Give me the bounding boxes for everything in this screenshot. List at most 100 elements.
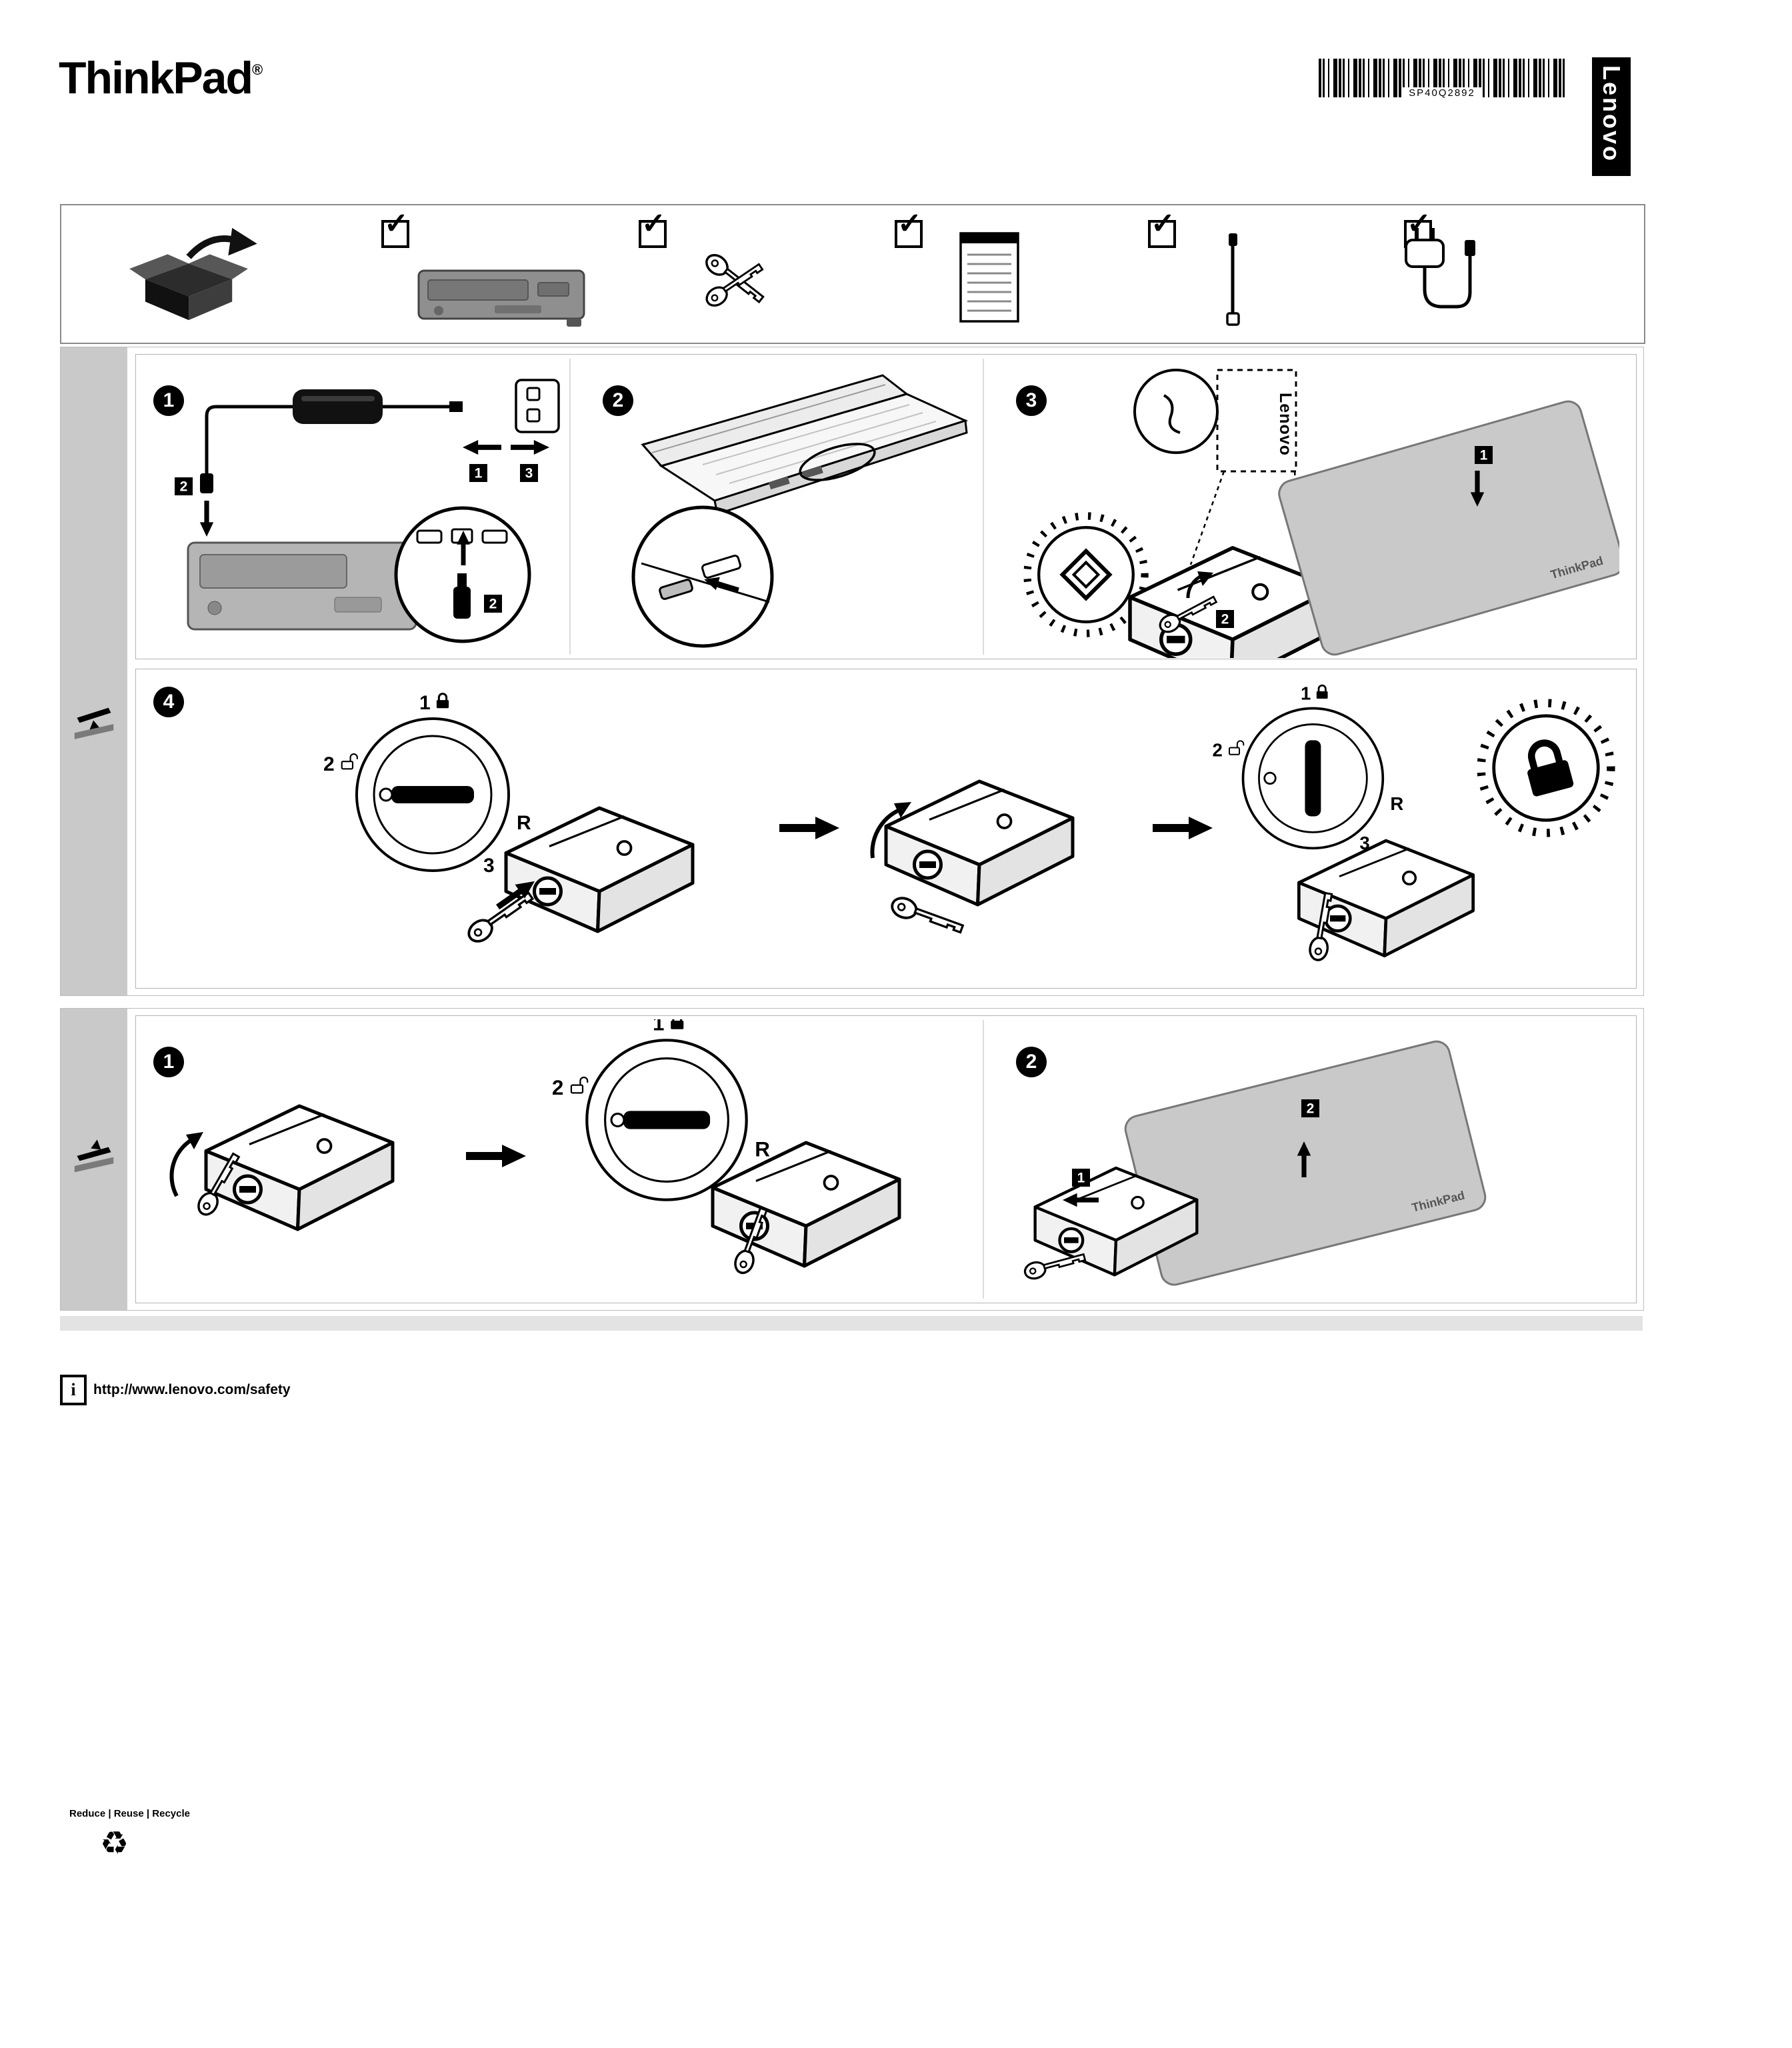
checkbox-dock: ✓ <box>381 209 409 248</box>
svg-text:R: R <box>517 812 531 834</box>
undock-step-1-number: 1 <box>153 1047 184 1077</box>
checkbox-cable: ✓ <box>1148 209 1176 248</box>
svg-text:R: R <box>1390 793 1403 814</box>
documentation-item-icon <box>959 232 1019 323</box>
svg-text:3: 3 <box>525 466 533 481</box>
svg-text:1: 1 <box>1301 683 1311 704</box>
svg-text:2: 2 <box>1307 1101 1315 1117</box>
lock-icon <box>1315 684 1329 700</box>
dock-corner-unlocked <box>713 1143 899 1277</box>
indicator-blink-icon <box>1027 516 1145 633</box>
dock-item-icon <box>417 269 585 327</box>
key-dial-unlocked: 1 2 R 3 <box>323 692 531 877</box>
svg-text:1: 1 <box>1480 448 1488 463</box>
column-divider <box>569 359 571 655</box>
thinkpad-logo: ThinkPad® <box>59 52 263 104</box>
lock-icon <box>435 693 450 709</box>
arrow-down-icon <box>199 501 214 537</box>
dock-step-2-number: 2 <box>603 385 633 416</box>
key-dial-locked: 1 2 R 3 <box>1213 683 1404 853</box>
svg-text:1: 1 <box>419 692 431 714</box>
column-divider <box>983 359 984 655</box>
callout-badge-1: 1 <box>469 464 487 482</box>
locked-indicator-icon <box>1481 703 1611 833</box>
dock-step-3-number: 3 <box>1016 385 1047 416</box>
svg-text:2: 2 <box>1221 612 1229 627</box>
arrow-next-icon <box>779 817 839 839</box>
check-icon: ✓ <box>897 207 922 240</box>
arrow-next-icon <box>466 1145 526 1167</box>
undock-step1-diagram: 1 2 R 3 <box>169 1019 953 1277</box>
key-icon <box>888 893 967 939</box>
dock-corner-release: 1 <box>1022 1168 1197 1282</box>
lenovo-logo: Lenovo <box>1592 57 1631 176</box>
callout-badge-2: 2 <box>484 595 502 613</box>
hook-magnifier-circle <box>1133 369 1219 454</box>
svg-text:2: 2 <box>552 1075 564 1099</box>
undock-action-icon <box>74 1139 114 1173</box>
ac-adapter-item-icon <box>1405 228 1475 309</box>
cable-item-icon <box>1226 233 1240 326</box>
check-icon: ✓ <box>384 207 409 240</box>
svg-text:3: 3 <box>483 855 495 877</box>
unpack-box-icon <box>129 227 257 321</box>
recycle-icon: ♻ <box>100 1826 129 1861</box>
unlock-icon <box>341 753 358 770</box>
barcode-label: SP40Q2892 <box>1402 87 1482 99</box>
keys-item-icon <box>701 249 768 311</box>
lock-icon <box>669 1019 685 1031</box>
callout-badge-3: 3 <box>520 464 538 482</box>
check-icon: ✓ <box>1151 207 1175 240</box>
arrow-next-icon <box>1153 817 1213 839</box>
laptop-drawing: ThinkPad <box>1278 400 1619 656</box>
svg-text:1: 1 <box>1077 1171 1085 1186</box>
registered-mark: ® <box>252 61 263 78</box>
undocking-sidebar <box>61 1009 127 1310</box>
step1-power-diagram: 1 3 2 2 <box>175 379 560 643</box>
undocking-instructions-panel: 1 2 1 2 R 3 <box>60 1008 1644 1311</box>
magnifier-circle <box>631 505 774 648</box>
checkbox-keys: ✓ <box>639 209 667 248</box>
svg-text:R: R <box>755 1137 770 1161</box>
check-icon: ✓ <box>1407 207 1431 240</box>
undock-step-2-number: 2 <box>1016 1047 1047 1077</box>
lenovo-logo-text: Lenovo <box>1598 65 1625 163</box>
footer-divider-strip <box>60 1316 1643 1331</box>
undocking-steps: 1 2 1 2 R 3 <box>135 1015 1637 1303</box>
check-icon: ✓ <box>641 207 666 240</box>
undock-step2-diagram: ThinkPad 2 1 <box>1022 1040 1487 1286</box>
docking-instructions-panel: 1 2 3 1 3 2 <box>60 347 1644 996</box>
safety-url: http://www.lenovo.com/safety <box>93 1382 291 1397</box>
dock-corner-turn-key <box>169 1106 393 1229</box>
callout-badge-2: 2 <box>1301 1099 1319 1117</box>
unlock-icon <box>1229 740 1245 755</box>
unlock-icon <box>570 1076 589 1094</box>
docking-step-4: 4 1 2 R 3 <box>135 669 1637 989</box>
step2-cover-diagram <box>631 374 969 648</box>
dock-brand-label: Lenovo <box>1276 393 1295 456</box>
svg-text:2: 2 <box>1213 739 1223 760</box>
callout-badge-2: 2 <box>1216 610 1234 628</box>
docking-sidebar <box>61 347 127 995</box>
svg-text:2: 2 <box>180 479 188 495</box>
callout-badge-1: 1 <box>1072 1169 1090 1187</box>
docking-steps-1-3: 1 2 3 1 3 2 <box>135 354 1637 659</box>
dock-step-1-number: 1 <box>153 385 184 416</box>
callout-badge-1: 1 <box>1475 446 1493 464</box>
dock-corner-locked <box>1299 841 1473 963</box>
box-contents-checklist: ✓ ✓ ✓ ✓ ✓ <box>60 204 1645 344</box>
arrow-right-icon <box>511 440 549 455</box>
info-icon: i <box>60 1375 87 1405</box>
svg-text:1: 1 <box>475 466 483 481</box>
svg-text:2: 2 <box>489 597 497 612</box>
dock-action-icon <box>74 707 114 739</box>
step4-lock-diagram: 1 2 R 3 <box>323 683 1626 963</box>
safety-info-row: i http://www.lenovo.com/safety <box>60 1375 291 1405</box>
column-divider <box>983 1020 984 1299</box>
recycle-text: Reduce | Reuse | Recycle <box>69 1808 190 1819</box>
svg-text:1: 1 <box>653 1019 665 1035</box>
checkbox-documentation: ✓ <box>895 209 923 248</box>
arrow-left-icon <box>463 440 501 455</box>
svg-text:2: 2 <box>323 753 335 775</box>
dock-corner-turn-key <box>870 781 1073 939</box>
